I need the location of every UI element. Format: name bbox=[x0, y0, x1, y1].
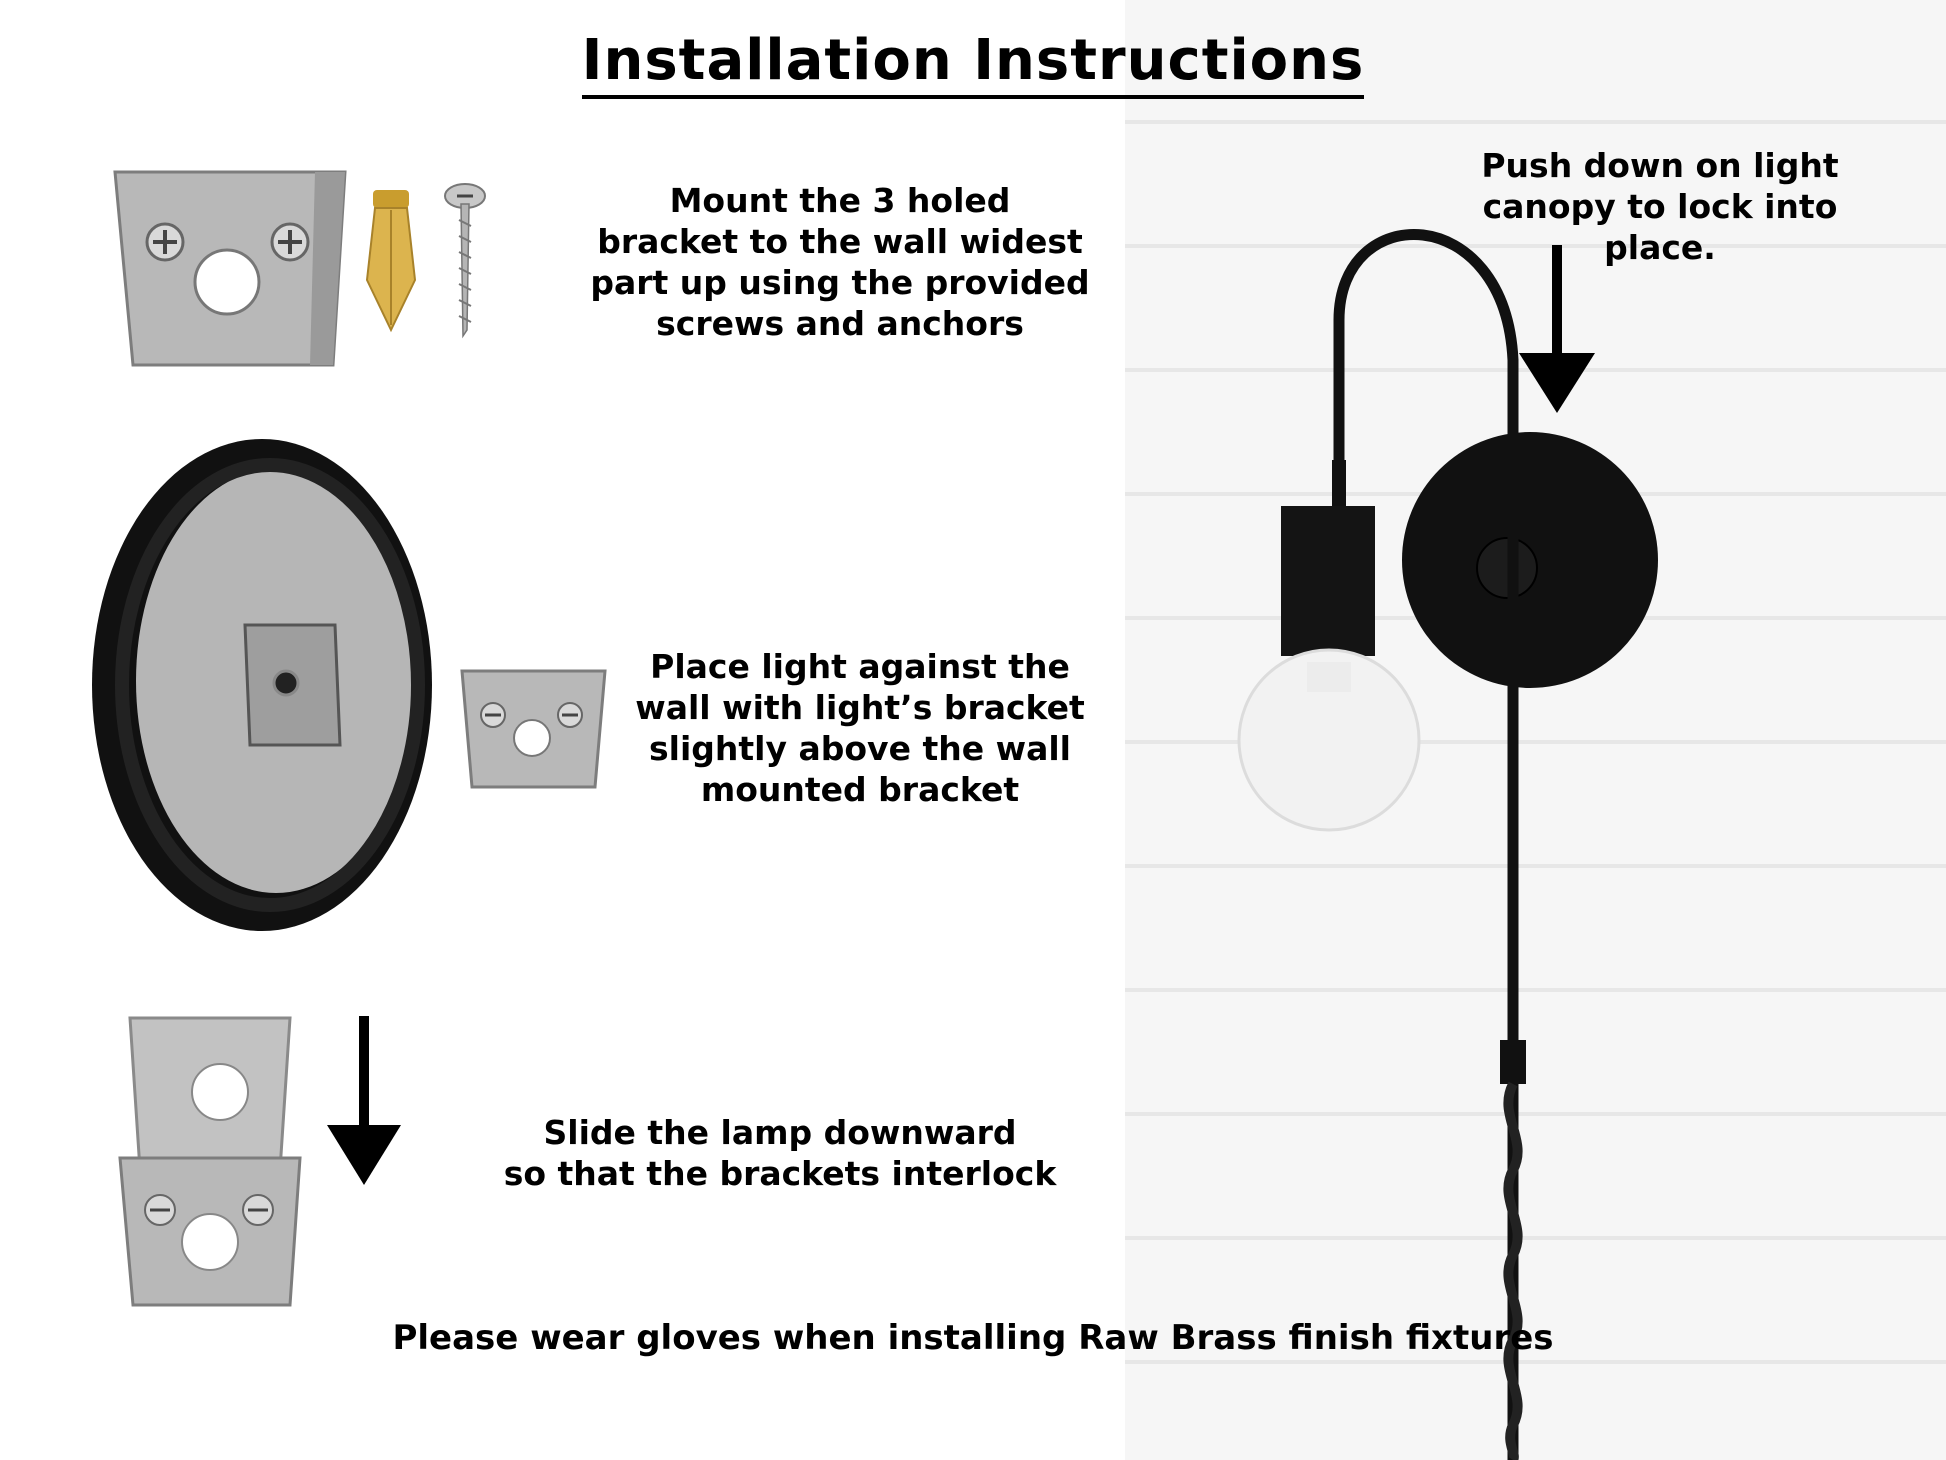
footer-warning: Please wear gloves when installing Raw B… bbox=[392, 1318, 1554, 1358]
screw-icon bbox=[444, 183, 486, 339]
step2-text: Place light against the wall with light’… bbox=[635, 647, 1085, 809]
canopy-icon bbox=[92, 439, 432, 931]
anchor-icon bbox=[365, 190, 417, 333]
step3-hardware bbox=[118, 1016, 401, 1307]
step1-text: Mount the 3 holed bracket to the wall wi… bbox=[590, 181, 1090, 343]
page-title: Installation Instructions bbox=[0, 28, 1946, 99]
bracket-icon bbox=[118, 1016, 302, 1307]
wall-sconce-icon bbox=[1237, 229, 1658, 1460]
step4-text: Push down on light canopy to lock into p… bbox=[1481, 146, 1839, 267]
step3-text: Slide the lamp downward so that the brac… bbox=[503, 1113, 1057, 1193]
down-arrow-icon bbox=[327, 1016, 401, 1185]
step1-hardware bbox=[113, 170, 486, 367]
step2-hardware bbox=[92, 439, 607, 931]
bracket-icon bbox=[113, 170, 347, 367]
down-arrow-icon bbox=[1519, 245, 1595, 413]
bracket-icon bbox=[460, 669, 607, 789]
